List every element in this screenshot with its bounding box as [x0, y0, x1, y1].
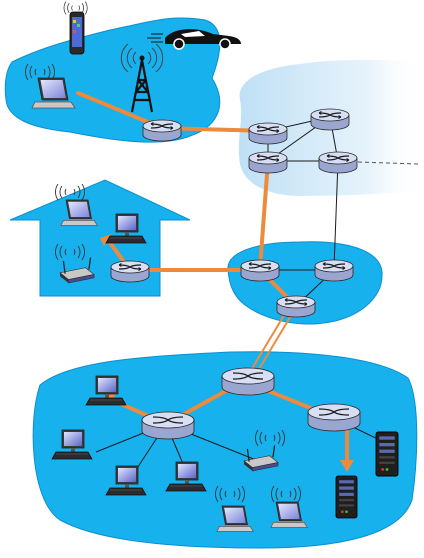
router-icon: [141, 411, 195, 440]
server-icon: [375, 431, 399, 477]
mobile-network-region: [4, 17, 221, 143]
router-icon: [110, 260, 150, 283]
router-icon: [318, 151, 358, 174]
router-icon: [142, 119, 182, 142]
router-icon: [314, 259, 354, 282]
server-icon: [335, 475, 358, 519]
enterprise-network-region: [32, 351, 418, 549]
router-icon: [221, 367, 275, 396]
isp-uplink: [249, 311, 293, 375]
router-icon: [240, 259, 280, 282]
smartphone-icon: [63, 1, 88, 55]
router-icon: [310, 108, 350, 131]
router-icon: [248, 122, 288, 145]
router-icon: [307, 403, 361, 432]
cell-tower-icon: [120, 43, 164, 113]
router-icon: [276, 295, 316, 318]
car-icon: [147, 29, 241, 50]
router-icon: [248, 151, 288, 174]
isp-external-link: [357, 161, 419, 165]
